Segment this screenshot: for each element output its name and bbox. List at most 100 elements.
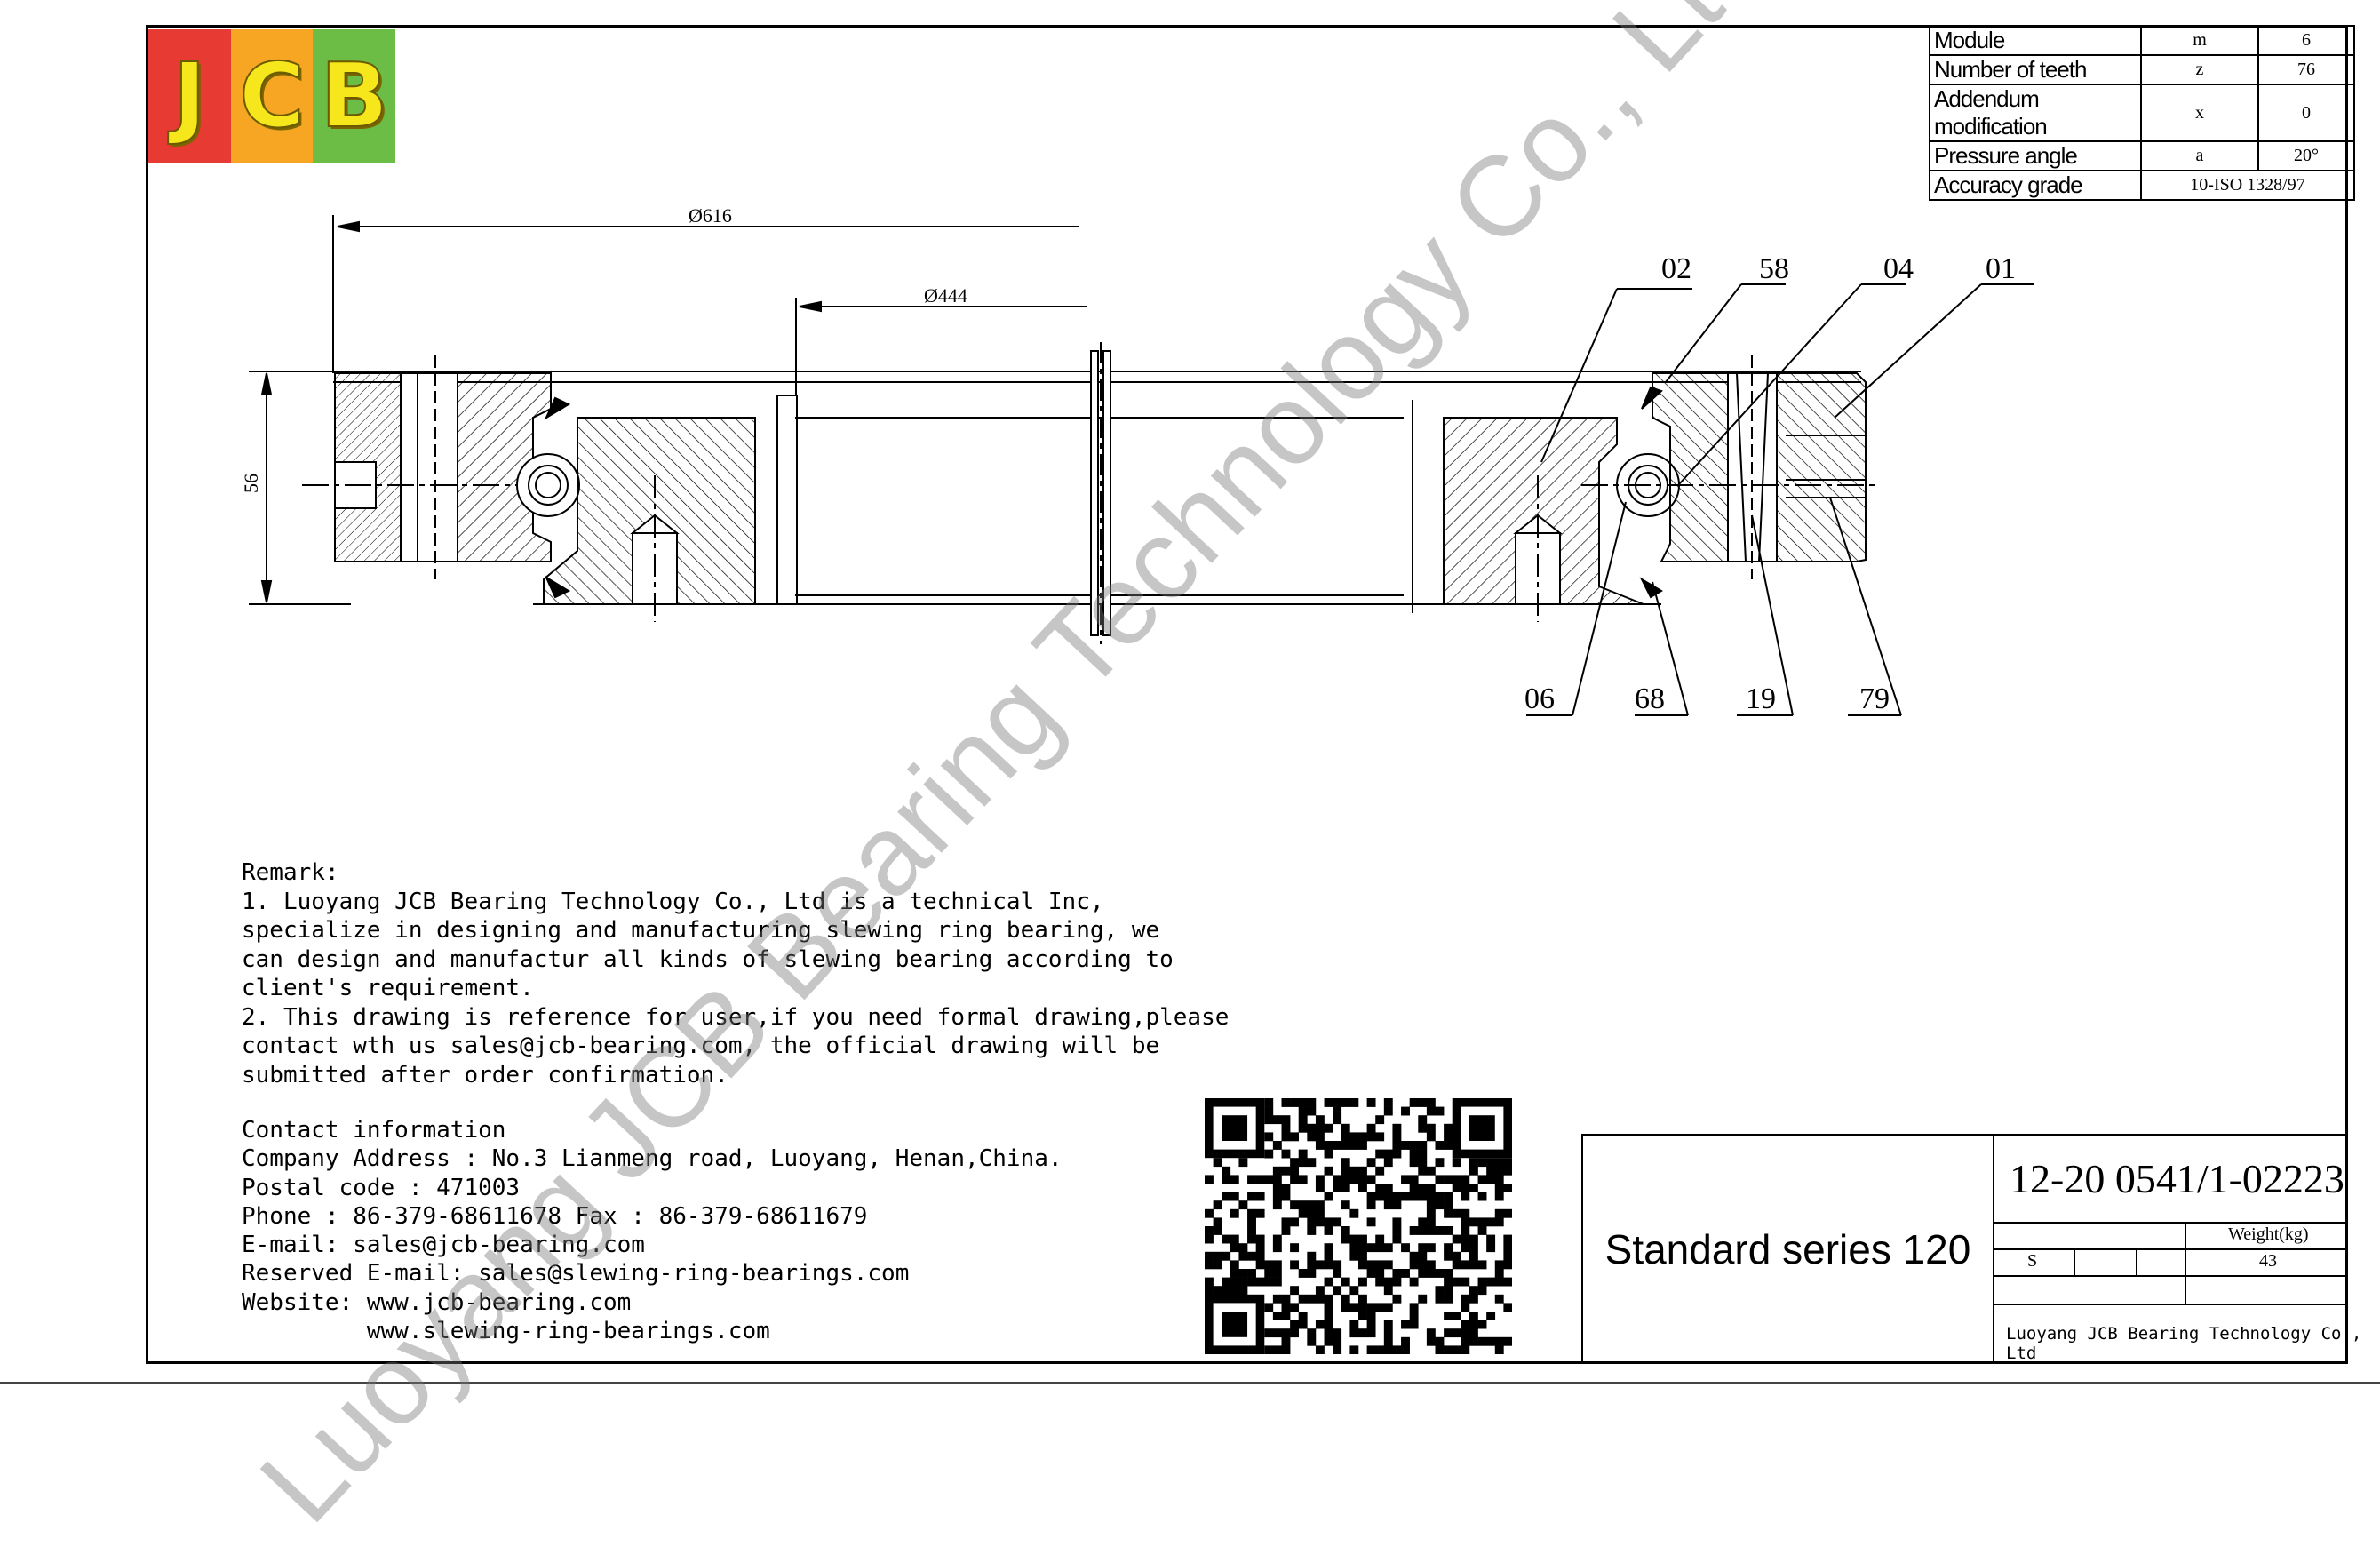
qr-module — [1418, 1158, 1428, 1168]
qr-module — [1375, 1115, 1385, 1125]
qr-module — [1264, 1260, 1274, 1270]
remark-line: 2. This drawing is reference for user,if… — [242, 1003, 1230, 1031]
qr-module — [1272, 1115, 1282, 1125]
qr-module — [1366, 1269, 1376, 1278]
qr-module — [1435, 1226, 1445, 1235]
qr-module — [1255, 1192, 1265, 1201]
qr-module — [1238, 1277, 1248, 1287]
qr-module — [1333, 1184, 1342, 1192]
qr-module — [1435, 1286, 1445, 1296]
qr-module — [1392, 1132, 1402, 1142]
qr-module — [1247, 1251, 1256, 1261]
qr-module — [1324, 1141, 1333, 1150]
qr-module — [1222, 1166, 1231, 1176]
qr-module — [1349, 1141, 1359, 1150]
qr-module — [1444, 1175, 1453, 1184]
qr-module — [1281, 1312, 1291, 1320]
qr-module — [1272, 1294, 1282, 1304]
callout-04: 04 — [1883, 252, 1914, 285]
qr-module — [1213, 1158, 1222, 1168]
qr-module — [1349, 1098, 1359, 1107]
qr-module — [1324, 1226, 1333, 1235]
param-value: 10-ISO 1328/97 — [2140, 170, 2355, 201]
qr-module — [1358, 1312, 1367, 1320]
qr-module — [1392, 1149, 1402, 1159]
qr-module — [1358, 1166, 1367, 1176]
qr-module — [1401, 1320, 1410, 1329]
qr-module — [1452, 1208, 1461, 1218]
qr-module — [1290, 1243, 1300, 1253]
qr-module — [1281, 1217, 1291, 1227]
qr-module — [1503, 1251, 1512, 1261]
qr-module — [1392, 1269, 1402, 1278]
qr-module — [1333, 1098, 1342, 1107]
qr-module — [1281, 1149, 1291, 1159]
qr-module — [1264, 1277, 1274, 1287]
qr-module — [1298, 1200, 1308, 1210]
qr-module — [1477, 1175, 1487, 1184]
qr-module — [1298, 1158, 1308, 1168]
qr-module — [1409, 1149, 1419, 1159]
qr-module — [1281, 1345, 1291, 1354]
qr-module — [1494, 1158, 1504, 1168]
remark-line: 1. Luoyang JCB Bearing Technology Co., L… — [242, 888, 1104, 915]
qr-module — [1324, 1217, 1333, 1227]
qr-module — [1315, 1286, 1325, 1296]
qr-module — [1290, 1098, 1300, 1107]
qr-module — [1461, 1208, 1470, 1218]
qr-module — [1469, 1251, 1478, 1261]
qr-module — [1426, 1243, 1436, 1253]
qr-module — [1426, 1166, 1436, 1176]
qr-module — [1435, 1192, 1445, 1201]
qr-module — [1469, 1320, 1478, 1329]
qr-module — [1366, 1303, 1376, 1312]
qr-module — [1341, 1141, 1350, 1150]
qr-module — [1222, 1234, 1231, 1244]
qr-module — [1486, 1166, 1496, 1176]
callout-01: 01 — [1986, 252, 2016, 285]
qr-module — [1426, 1328, 1436, 1338]
qr-module — [1409, 1312, 1419, 1320]
qr-module — [1426, 1106, 1436, 1116]
qr-module — [1272, 1184, 1282, 1192]
title-block-grid — [1994, 1222, 2348, 1305]
qr-module — [1383, 1303, 1393, 1312]
qr-module — [1486, 1158, 1496, 1168]
qr-module — [1298, 1208, 1308, 1218]
qr-module — [1383, 1328, 1393, 1338]
qr-module — [1333, 1345, 1342, 1354]
qr-module — [1444, 1208, 1453, 1218]
qr-module — [1213, 1251, 1222, 1261]
qr-module — [1503, 1166, 1512, 1176]
qr-module — [1272, 1175, 1282, 1184]
qr-module — [1358, 1294, 1367, 1304]
qr-module — [1341, 1200, 1350, 1210]
qr-module — [1503, 1158, 1512, 1168]
qr-module — [1222, 1277, 1231, 1287]
qr-module — [1409, 1251, 1419, 1261]
qr-module — [1469, 1166, 1478, 1176]
param-value: 6 — [2257, 25, 2355, 56]
qr-module — [1349, 1243, 1359, 1253]
qr-module — [1444, 1141, 1453, 1150]
qr-module — [1238, 1286, 1248, 1296]
qr-module — [1383, 1277, 1393, 1287]
qr-module — [1444, 1200, 1453, 1210]
qr-module — [1358, 1175, 1367, 1184]
qr-module — [1349, 1175, 1359, 1184]
qr-module — [1418, 1123, 1428, 1133]
qr-module — [1341, 1234, 1350, 1244]
qr-module — [1469, 1294, 1478, 1304]
qr-module — [1494, 1192, 1504, 1201]
qr-module — [1401, 1345, 1410, 1354]
qr-module — [1383, 1336, 1393, 1346]
qr-module — [1272, 1345, 1282, 1354]
qr-module — [1383, 1158, 1393, 1168]
param-name: Accuracy grade — [1929, 170, 2142, 201]
qr-module — [1213, 1200, 1222, 1210]
drawing-frame — [146, 25, 2348, 1364]
qr-module — [1281, 1226, 1291, 1235]
qr-module — [1392, 1294, 1402, 1304]
qr-module — [1264, 1149, 1274, 1159]
